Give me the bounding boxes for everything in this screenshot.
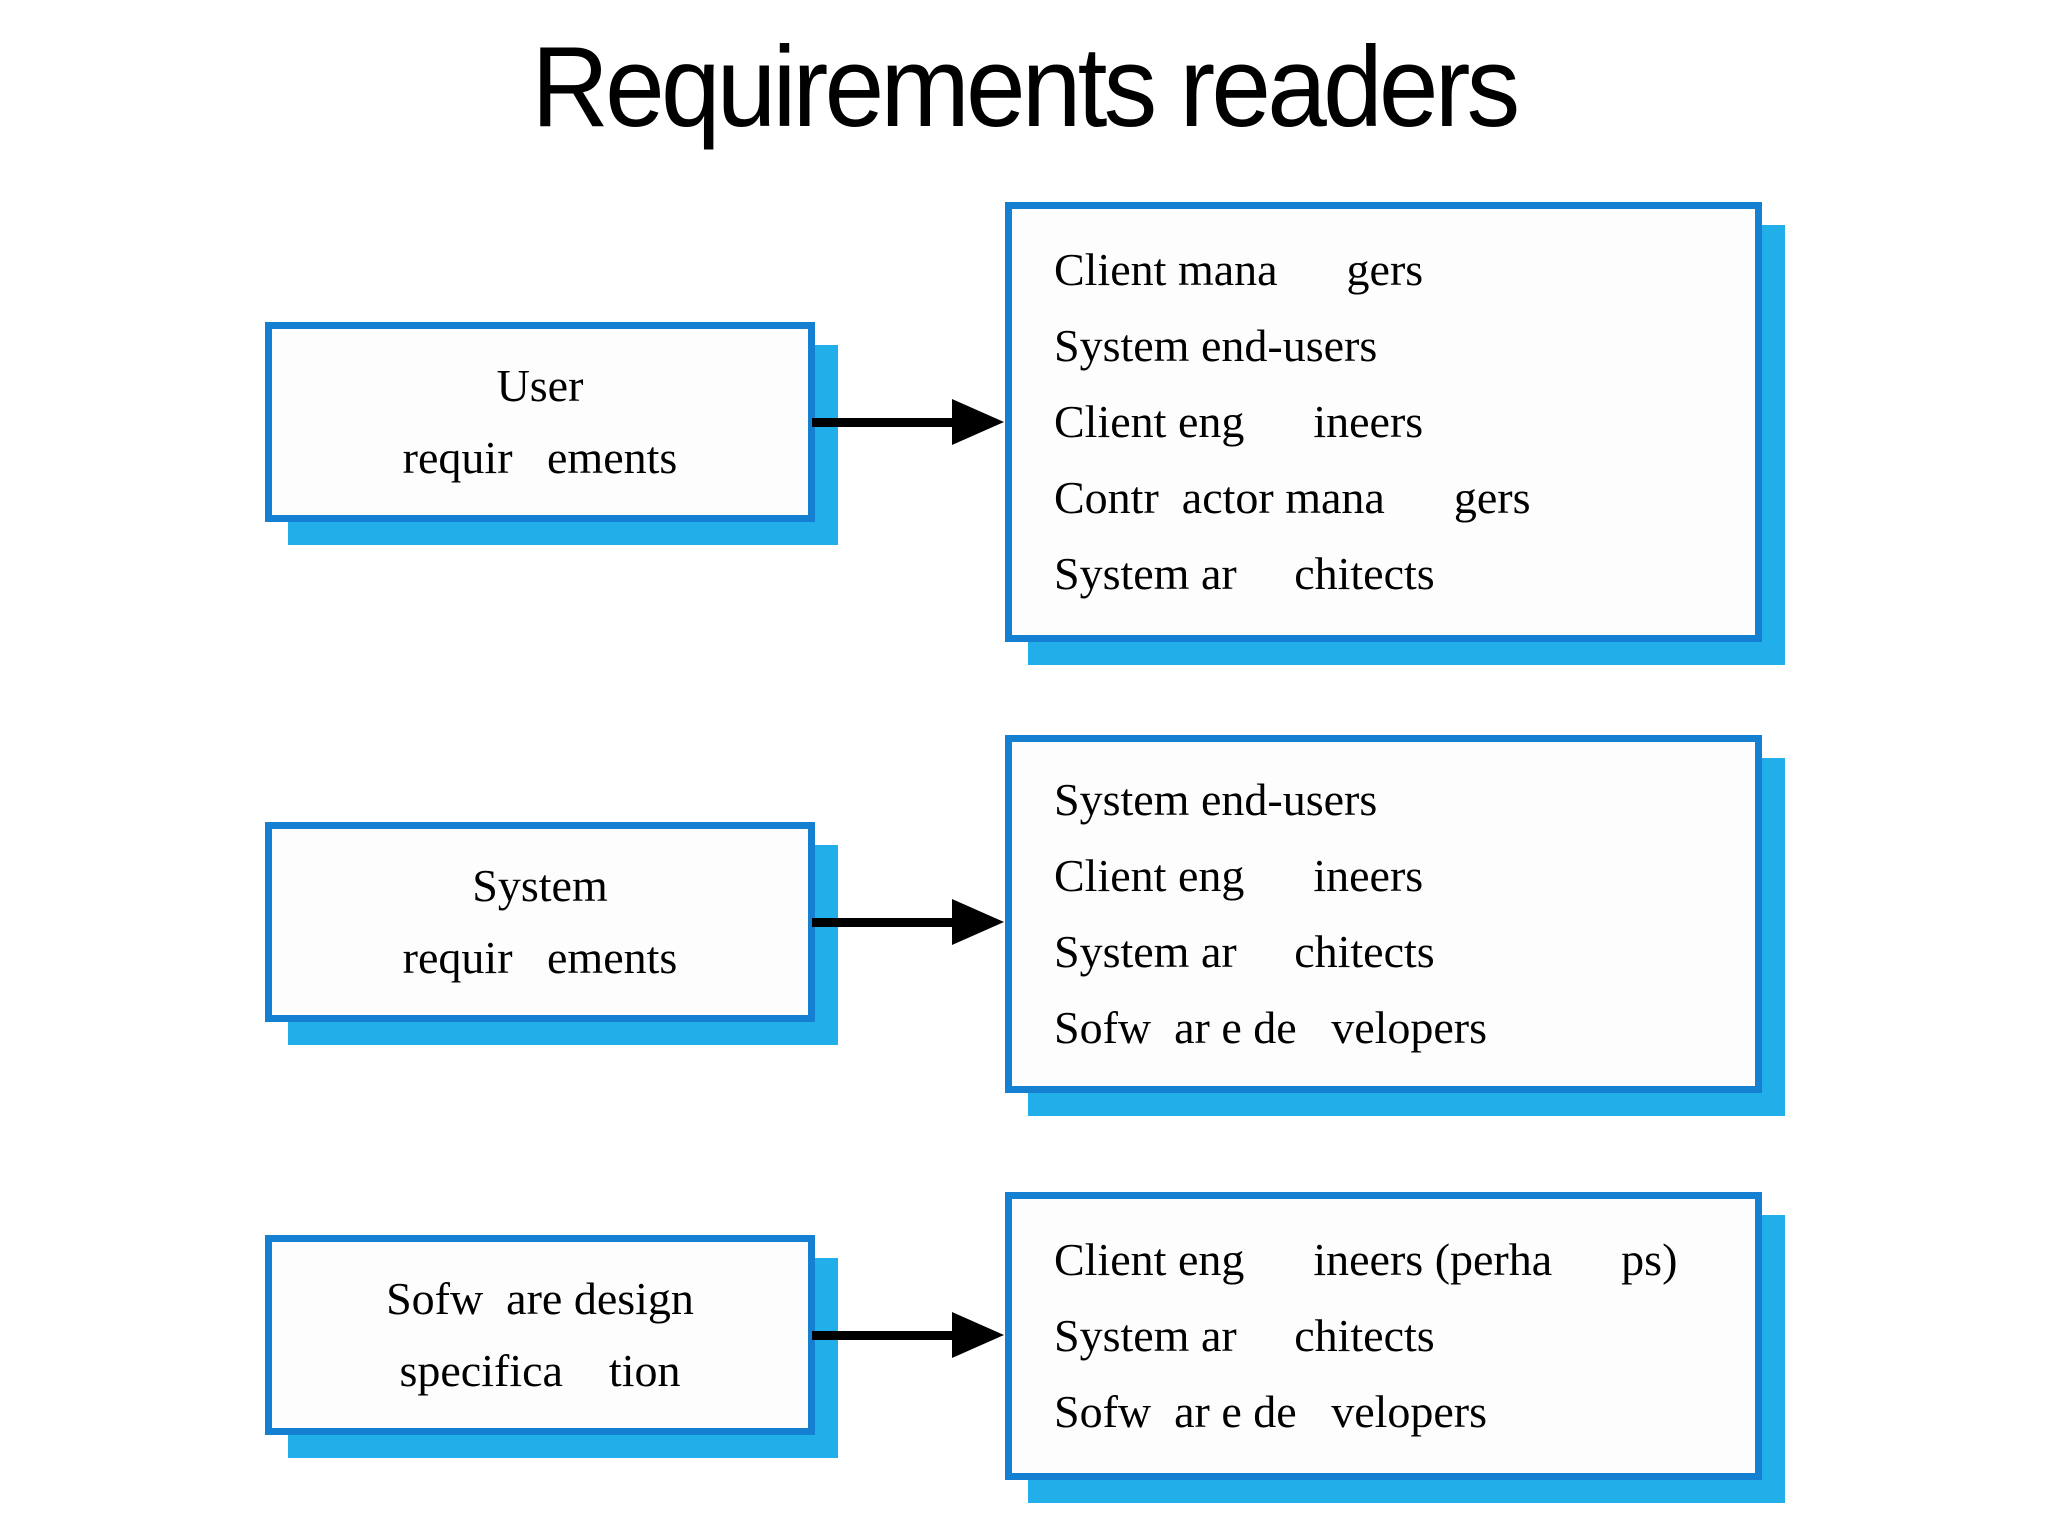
source-label-line: requir ements	[402, 432, 678, 483]
arrow-head-icon	[952, 399, 1004, 445]
reader-item: System end-users	[1054, 774, 1378, 825]
reader-item: Sofw ar e de velopers	[1054, 1386, 1488, 1437]
reader-item: Sofw ar e de velopers	[1054, 1002, 1488, 1053]
source-label-line: System	[472, 860, 608, 911]
arrow-icon	[812, 899, 1004, 945]
source-label-line: requir ements	[402, 932, 678, 983]
readers-box-user-requirements: Client mana gers System end-users Client…	[1005, 202, 1762, 642]
arrow-head-icon	[952, 1312, 1004, 1358]
reader-item: System end-users	[1054, 320, 1378, 371]
source-label-line: User	[496, 360, 584, 411]
source-box-system-requirements: System requir ements	[265, 822, 815, 1022]
page-title: Requirements readers	[531, 24, 1520, 151]
reader-item: System ar chitects	[1054, 1310, 1435, 1361]
arrow-icon	[812, 399, 1004, 445]
reader-item: System ar chitects	[1054, 548, 1435, 599]
arrow-shaft	[812, 1331, 962, 1340]
source-box-software-design-specification: Sofw are design specifica tion	[265, 1235, 815, 1435]
readers-box-software-design-specification: Client eng ineers (perha ps) System ar c…	[1005, 1192, 1762, 1480]
arrow-head-icon	[952, 899, 1004, 945]
reader-item: System ar chitects	[1054, 926, 1435, 977]
reader-item: Client eng ineers	[1054, 850, 1424, 901]
reader-item: Client mana gers	[1054, 244, 1424, 295]
arrow-shaft	[812, 418, 962, 427]
arrow-icon	[812, 1312, 1004, 1358]
arrow-shaft	[812, 918, 962, 927]
source-label-line: specifica tion	[399, 1345, 681, 1396]
reader-item: Contr actor mana gers	[1054, 472, 1531, 523]
source-box-user-requirements: User requir ements	[265, 322, 815, 522]
readers-box-system-requirements: System end-users Client eng ineers Syste…	[1005, 735, 1762, 1093]
source-label-line: Sofw are design	[386, 1273, 694, 1324]
reader-item: Client eng ineers	[1054, 396, 1424, 447]
reader-item: Client eng ineers (perha ps)	[1054, 1234, 1678, 1285]
